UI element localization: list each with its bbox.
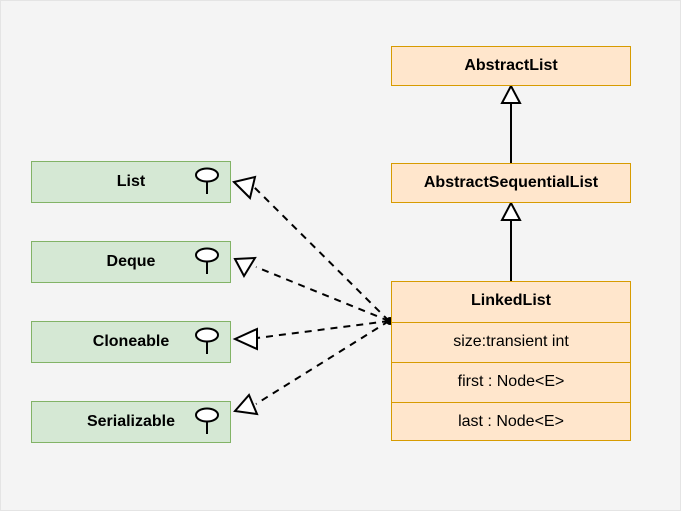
lollipop-icon	[195, 247, 219, 274]
class-attribute-size: size:transient int	[392, 322, 630, 362]
class-box-linkedlist[interactable]: LinkedList size:transient int first : No…	[391, 281, 631, 441]
realization-linkedlist-to-deque	[233, 256, 390, 322]
interface-name-cloneable: Cloneable	[92, 333, 170, 350]
realization-linkedlist-to-serializable	[233, 320, 390, 416]
interface-name-list: List	[116, 173, 146, 190]
generalization-abstractsequentiallist-to-abstractlist	[500, 83, 522, 163]
class-attribute-last: last : Node<E>	[392, 402, 630, 442]
class-box-abstractsequentiallist[interactable]: AbstractSequentialList	[391, 163, 631, 203]
interface-name-serializable: Serializable	[86, 413, 176, 430]
class-box-abstractlist[interactable]: AbstractList	[391, 46, 631, 86]
class-name-abstractlist: AbstractList	[464, 57, 558, 74]
realization-linkedlist-to-list	[232, 175, 390, 322]
class-name-linkedlist: LinkedList	[470, 292, 551, 309]
lollipop-icon	[195, 407, 219, 434]
class-attribute-first: first : Node<E>	[392, 362, 630, 402]
generalization-linkedlist-to-abstractsequentiallist	[500, 200, 522, 281]
interface-box-cloneable[interactable]: Cloneable	[31, 321, 231, 363]
interface-box-serializable[interactable]: Serializable	[31, 401, 231, 443]
lollipop-icon	[195, 167, 219, 194]
realization-linkedlist-to-cloneable	[232, 320, 390, 351]
class-name-abstractsequentiallist: AbstractSequentialList	[423, 174, 599, 191]
interface-box-list[interactable]: List	[31, 161, 231, 203]
interface-box-deque[interactable]: Deque	[31, 241, 231, 283]
lollipop-icon	[195, 327, 219, 354]
interface-name-deque: Deque	[106, 253, 156, 270]
